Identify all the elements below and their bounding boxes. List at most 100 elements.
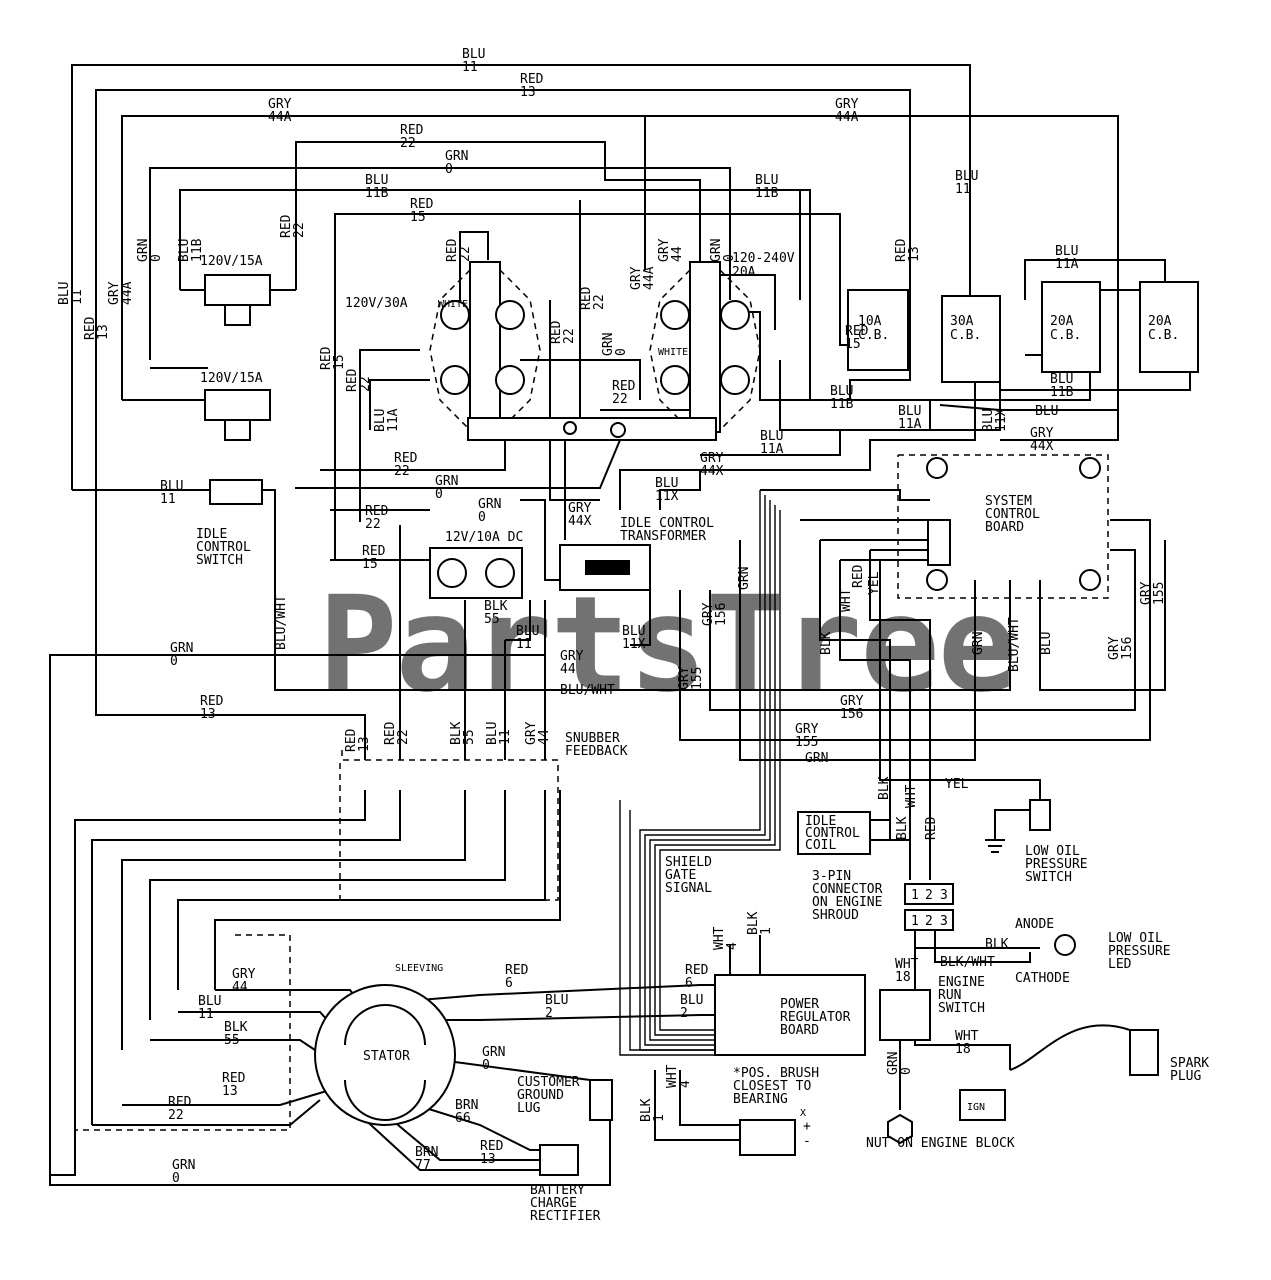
receptacle-120v-15a-mid-plug xyxy=(224,419,251,441)
label-wire-red15-v: RED15 xyxy=(319,346,347,370)
label-wire-gry44a-vleft: GRY44A xyxy=(107,281,135,305)
customer-ground-lug-body xyxy=(589,1079,613,1121)
label-wire-blk-coil: BLK xyxy=(877,776,892,800)
label-pin1-top: 1 xyxy=(911,888,919,903)
breaker-20a-2 xyxy=(1139,281,1199,373)
label-dc-12v-10a: 12V/10A DC xyxy=(445,530,523,545)
label-receptacle-120v-15a-mid: 120V/15A xyxy=(200,371,263,386)
label-wire-bluwht-l: BLU/WHT xyxy=(274,595,289,650)
label-wire-red22-mid: RED22 xyxy=(549,320,577,344)
label-pin2-top: 2 xyxy=(925,888,933,903)
label-wire-wht4-prb: WHT4 xyxy=(712,926,740,950)
label-wire-grn0-r: GRN0 xyxy=(709,239,737,262)
receptacle-120v-30a-center xyxy=(469,261,501,433)
engine-nut xyxy=(887,1113,913,1145)
label-wire-red13-vleft: RED13 xyxy=(83,316,111,340)
label-wire-blu11a-v: BLU11A xyxy=(373,408,401,432)
label-wire-bluwht-scb: BLU/WHT xyxy=(1007,617,1022,672)
label-wire-red22-v2: RED22 xyxy=(345,368,373,392)
idle-control-switch-body xyxy=(209,479,263,505)
label-wire-red-conn: RED xyxy=(924,816,939,840)
label-wire-blu11x-v: BLU11X xyxy=(981,408,1009,432)
components xyxy=(204,261,1199,1176)
engine-run-switch-body xyxy=(879,989,931,1041)
label-white-right: WHITE xyxy=(658,347,688,358)
label-white-left: WHITE xyxy=(438,299,468,310)
ignition-module-body xyxy=(959,1089,1006,1121)
label-wire-blk-led: BLK xyxy=(985,937,1009,952)
label-wire-red22-mid2: RED22 xyxy=(579,286,607,310)
battery-rectifier-body xyxy=(539,1144,579,1176)
label-minus: - xyxy=(803,1134,811,1149)
label-wire-gry44a-r: GRY44A xyxy=(629,266,657,290)
label-cathode: CATHODE xyxy=(1015,971,1070,986)
label-wire-wht-coil: WHT xyxy=(904,784,919,808)
label-wire-red22-v: RED22 xyxy=(279,214,307,238)
breaker-10a xyxy=(847,289,909,371)
vertical-wire-labels: BLU11 GRY44A RED13 GRN0 BLU11B RED22 RED… xyxy=(57,214,1167,1122)
idle-control-coil-body xyxy=(797,811,871,855)
label-wire-grn-h: GRN xyxy=(805,751,828,766)
three-pin-connector-bottom xyxy=(904,909,954,931)
label-wire-wht-scb: WHT xyxy=(839,588,854,612)
label-wire-blu-scb: BLU xyxy=(1039,632,1054,655)
label-sleeving: SLEEVING xyxy=(395,963,443,974)
label-wire-blk-scb: BLK xyxy=(819,631,834,655)
label-wire-gry44-st: GRY44 xyxy=(524,721,552,745)
label-x-mark: X xyxy=(800,1108,806,1119)
breaker-30a xyxy=(941,295,1001,383)
sleeving-outlines xyxy=(75,269,1109,1131)
label-pin3-top: 3 xyxy=(940,888,948,903)
